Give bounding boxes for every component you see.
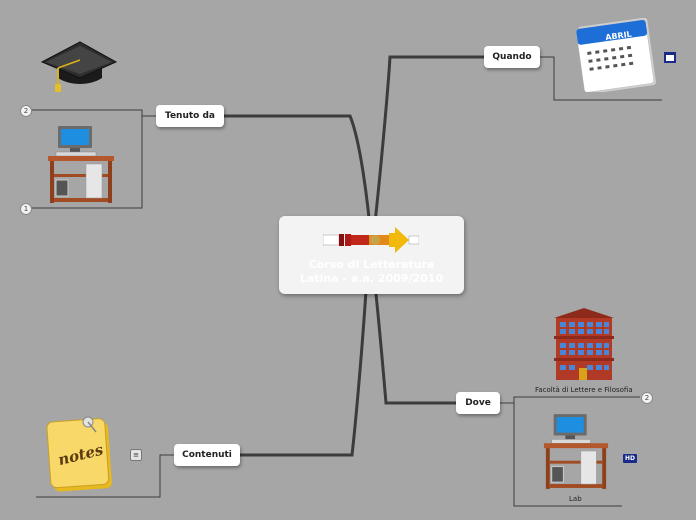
collapse-badge[interactable]: 2 — [641, 392, 653, 404]
topic-dove[interactable]: Dove — [456, 392, 500, 414]
computer-desk-icon — [543, 414, 609, 489]
lab-caption: Lab — [569, 495, 582, 503]
topic-quando[interactable]: Quando — [484, 46, 540, 68]
notes-icon: notes — [46, 416, 112, 492]
topic-contenuti[interactable]: Contenuti — [174, 444, 240, 466]
note-attachment-icon[interactable]: ≡ — [130, 449, 142, 461]
collapse-badge[interactable]: 2 — [20, 105, 32, 117]
topic-tenuto-da[interactable]: Tenuto da — [156, 105, 224, 127]
computer-desk-icon — [48, 126, 114, 203]
collapse-badge[interactable]: 1 — [20, 203, 32, 215]
root-title: Corso di Letteratura Latina - a.a. 2009/… — [299, 258, 444, 285]
hd-icon: HD — [623, 454, 638, 463]
calendar-icon: ABRIL — [576, 18, 656, 92]
topic-label: Tenuto da — [165, 111, 215, 121]
timeline-arrow-icon — [323, 227, 419, 253]
topic-label: Dove — [465, 398, 491, 408]
building-icon — [554, 308, 614, 380]
root-topic[interactable]: Corso di Letteratura Latina - a.a. 2009/… — [279, 216, 464, 294]
graduation-cap-icon — [40, 41, 118, 92]
calendar-small-icon — [664, 52, 676, 63]
building-caption: Facoltà di Lettere e Filosofia — [535, 386, 633, 394]
topic-label: Quando — [492, 52, 532, 62]
calendar-month: ABRIL — [605, 30, 633, 43]
topic-label: Contenuti — [182, 450, 232, 460]
